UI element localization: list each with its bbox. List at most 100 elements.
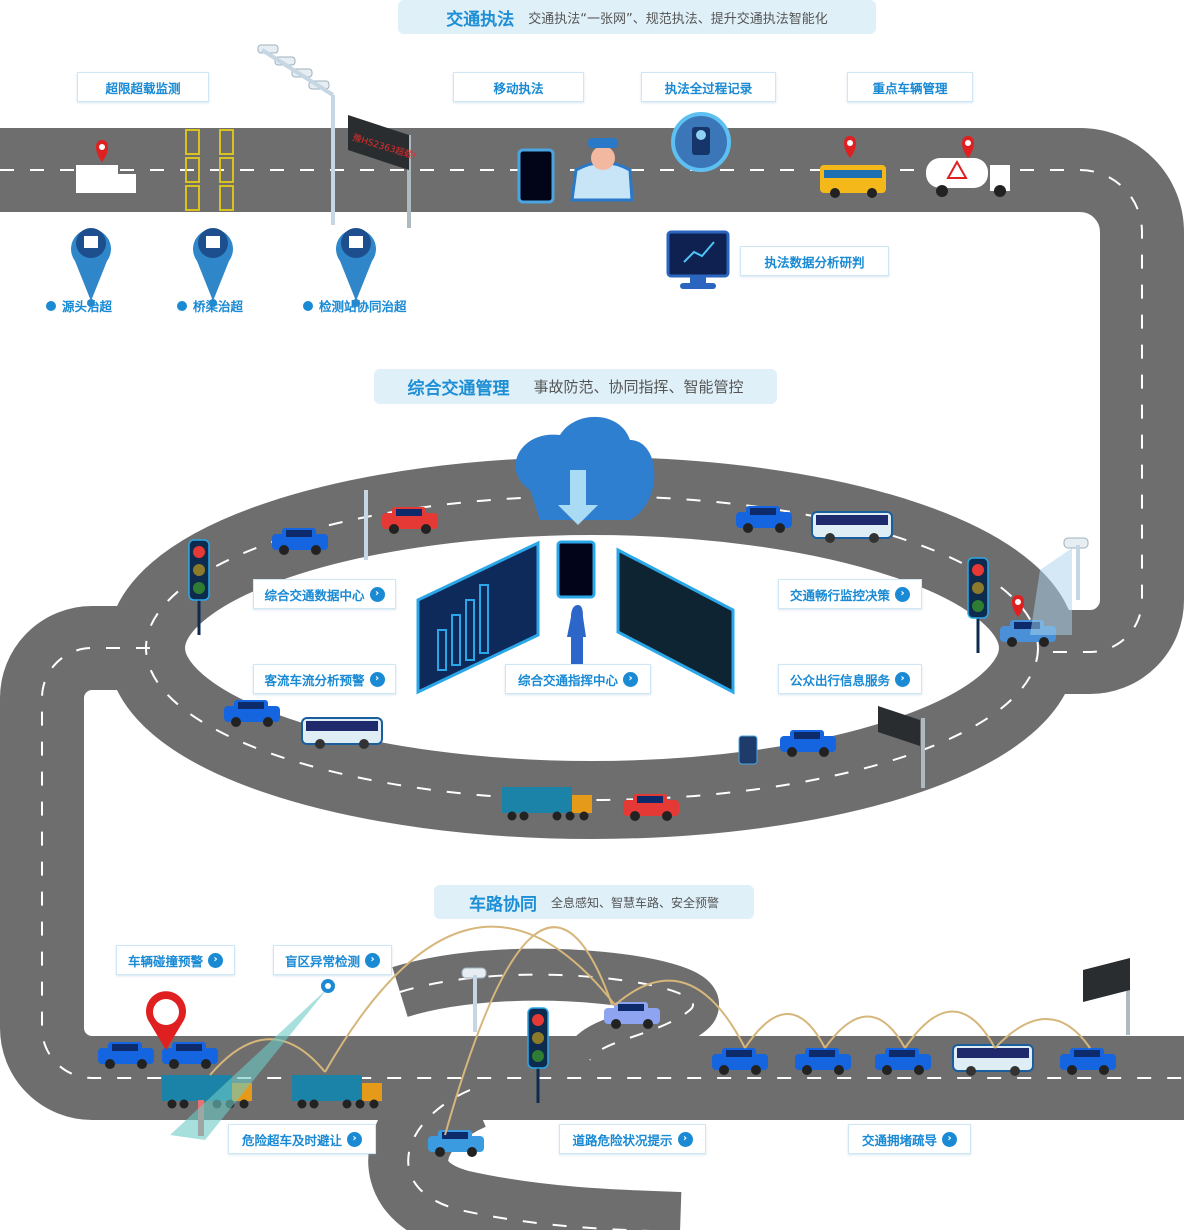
label-enforcement-data-analysis[interactable]: 执法数据分析研判 [740, 246, 889, 276]
chevron-right-circle-icon: › [369, 671, 385, 687]
camera-coverage-beam [1030, 548, 1072, 635]
label-congestion-guidance[interactable]: 交通拥堵疏导 › [848, 1124, 971, 1154]
label-command-center[interactable]: 综合交通指挥中心 › [505, 664, 651, 694]
car-blue [795, 1048, 851, 1075]
command-screen [616, 547, 735, 695]
vms-sign-congestion [1083, 958, 1130, 1035]
weigh-station-marking-icon [185, 129, 234, 211]
chevron-right-circle-icon: › [623, 671, 638, 687]
label-text: 重点车辆管理 [872, 80, 948, 96]
container-truck [502, 787, 592, 821]
police-officer-icon [570, 138, 634, 202]
label-text: 移动执法 [493, 80, 544, 96]
bullet-icon [303, 300, 313, 311]
person-icon [567, 605, 586, 665]
traffic-light-icon [188, 539, 210, 635]
container-truck [292, 1075, 382, 1109]
map-pin-icon [962, 136, 974, 158]
label-text: 执法数据分析研判 [764, 254, 865, 270]
collision-warning-pin-icon [146, 991, 186, 1050]
bus [952, 1044, 1034, 1076]
school-bus-icon [820, 165, 886, 198]
section-subtitle: 事故防范、协同指挥、智能管控 [533, 378, 744, 396]
chevron-right-circle-icon: › [347, 1131, 362, 1147]
label-collision-warning[interactable]: 车辆碰撞预警 › [116, 945, 235, 975]
chevron-right-circle-icon: › [208, 952, 223, 968]
chevron-right-circle-icon: › [365, 952, 380, 968]
label-text: 交通拥堵疏导 [861, 1132, 937, 1148]
chevron-right-circle-icon: › [677, 1131, 693, 1147]
label-flow-analysis[interactable]: 客流车流分析预警› [253, 664, 396, 694]
tanker-truck-icon [926, 158, 1010, 197]
car-blue [162, 1042, 218, 1069]
map-pin-icon [844, 136, 856, 158]
car-blue [224, 700, 280, 727]
mobile-phone-icon [738, 735, 758, 765]
pin-label-source[interactable]: 源头治超 [46, 296, 112, 315]
label-mobile-enforcement[interactable]: 移动执法 [453, 72, 584, 102]
phone-screen [556, 540, 596, 599]
chevron-right-circle-icon: › [942, 1131, 957, 1147]
car-blue [780, 730, 836, 757]
traffic-light-icon [527, 1007, 549, 1103]
label-text: 交通畅行监控决策 [789, 587, 890, 603]
label-blind-spot-detection[interactable]: 盲区异常检测 › [273, 945, 392, 975]
section-title: 交通执法 [446, 9, 515, 30]
car-blue [98, 1042, 154, 1069]
station-governance-pin-icon [335, 228, 376, 307]
label-data-center[interactable]: 综合交通数据中心› [253, 579, 396, 609]
map-pin-icon [96, 140, 108, 162]
pin-text: 检测站协同治超 [319, 299, 407, 314]
label-overtaking-avoidance[interactable]: 危险超车及时避让 › [228, 1124, 376, 1154]
car-lavender [604, 1002, 660, 1029]
car-blue [1060, 1048, 1116, 1075]
scene-objects [71, 44, 1116, 1157]
bullet-icon [177, 300, 187, 311]
bullet-icon [46, 300, 56, 311]
source-governance-pin-icon [71, 228, 112, 307]
section-title: 车路协同 [468, 894, 537, 915]
camera-pole [260, 48, 335, 225]
bus [811, 511, 893, 543]
label-text: 盲区异常检测 [284, 953, 360, 969]
pin-text: 桥梁治超 [193, 299, 244, 314]
label-text: 超限超载监测 [105, 80, 181, 96]
car-blue [272, 528, 328, 555]
chart-screen [416, 540, 540, 695]
label-overload-monitoring[interactable]: 超限超载监测 [77, 72, 209, 102]
chevron-right-circle-icon: › [895, 586, 910, 602]
cloud-download-icon [515, 416, 655, 525]
vms-sign-green [878, 706, 925, 788]
truck-icon [76, 165, 118, 193]
label-key-vehicle-management[interactable]: 重点车辆管理 [847, 72, 973, 102]
label-enforcement-recording[interactable]: 执法全过程记录 [641, 72, 776, 102]
label-text: 车辆碰撞预警 [127, 953, 203, 969]
section-banner-enforcement: 交通执法 交通执法“一张网”、规范执法、提升交通执法智能化 [398, 0, 876, 34]
label-text: 危险超车及时避让 [241, 1132, 342, 1148]
bus [301, 717, 383, 749]
blind-spot-beam [170, 988, 328, 1140]
label-text: 公众出行信息服务 [789, 672, 890, 688]
car-red [623, 794, 679, 821]
car-blue [875, 1048, 931, 1075]
traffic-light-icon [967, 557, 989, 653]
section-title: 综合交通管理 [407, 379, 510, 399]
pin-label-station[interactable]: 检测站协同治超 [303, 296, 407, 315]
label-text: 综合交通数据中心 [264, 587, 365, 603]
label-text: 综合交通指挥中心 [517, 672, 618, 688]
section-banner-cooperation: 车路协同 全息感知、智慧车路、安全预警 [434, 885, 754, 919]
label-monitoring-decision[interactable]: 交通畅行监控决策 › [778, 579, 922, 609]
section-subtitle: 交通执法“一张网”、规范执法、提升交通执法智能化 [528, 11, 828, 27]
label-road-hazard-alert[interactable]: 道路危险状况提示› [559, 1124, 706, 1154]
pin-label-bridge[interactable]: 桥梁治超 [177, 296, 243, 315]
analytics-monitor-icon [666, 230, 730, 289]
bridge-governance-pin-icon [192, 228, 233, 307]
car-red [382, 507, 438, 534]
car-blue [736, 506, 792, 533]
map-pin-icon [1012, 595, 1024, 617]
body-camera-icon [671, 112, 731, 172]
chevron-right-circle-icon: › [369, 586, 385, 602]
label-public-info-service[interactable]: 公众出行信息服务› [778, 664, 922, 694]
section-banner-management: 综合交通管理 事故防范、协同指挥、智能管控 [374, 369, 777, 404]
